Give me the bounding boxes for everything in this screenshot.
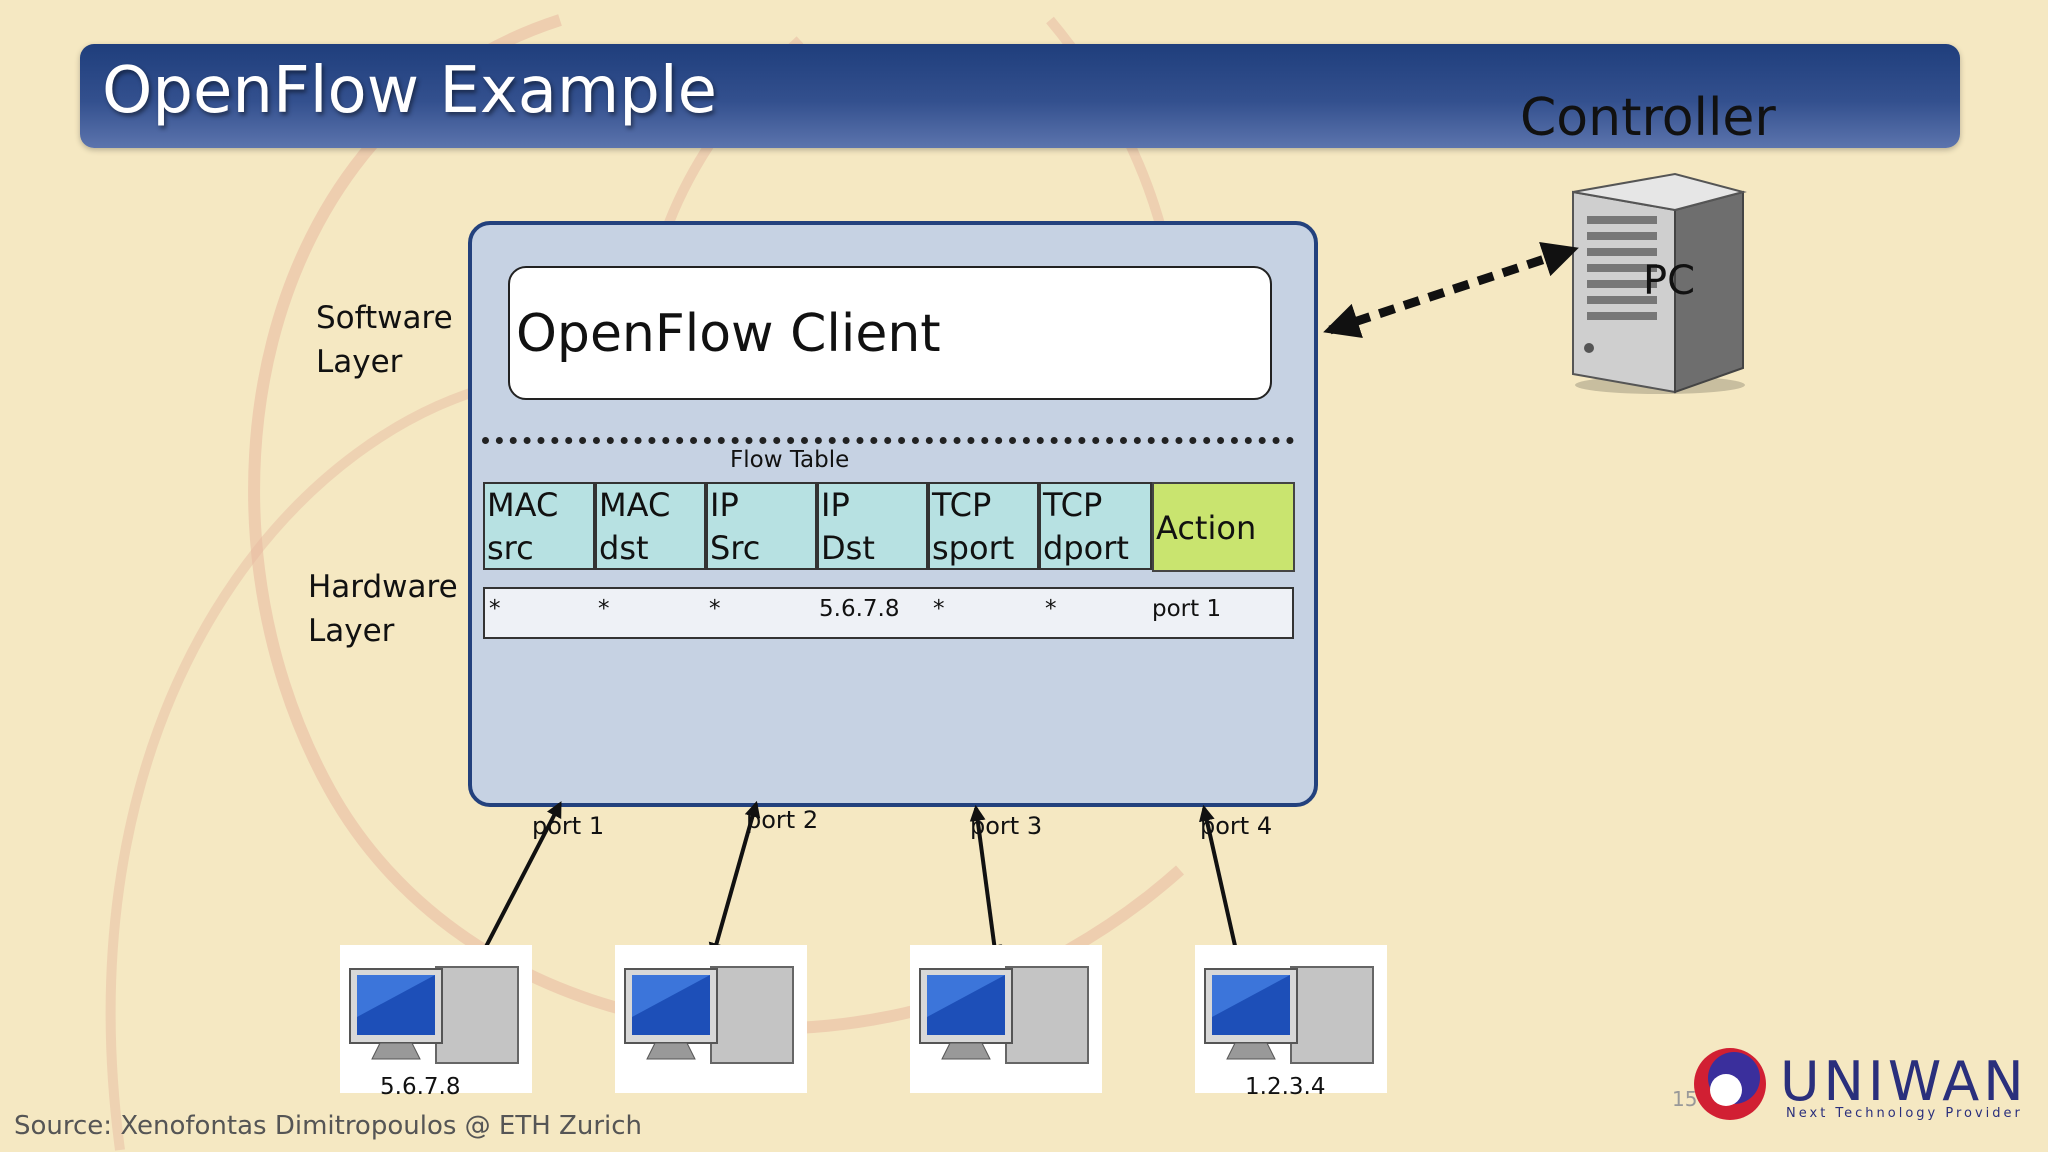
title-bar: OpenFlow Example [80, 44, 1960, 148]
openflow-client-label: OpenFlow Client [516, 304, 941, 364]
header-tcp-sport: TCP sport [928, 482, 1039, 570]
row-tcp-sport: * [933, 596, 945, 622]
header-ip-dst: IP Dst [817, 482, 928, 570]
header-mac-dst: MAC dst [595, 482, 706, 570]
port4-link-arrow [1199, 804, 1245, 972]
slide-title: OpenFlow Example [102, 54, 718, 128]
logo-name: UNIWAN [1780, 1050, 2028, 1113]
port-4-label: port 4 [1200, 812, 1273, 840]
hardware-layer-label: Hardware Layer [308, 569, 458, 649]
row-tcp-dport: * [1045, 596, 1057, 622]
uniwan-logo-icon [1694, 1048, 1766, 1120]
row-action: port 1 [1152, 596, 1222, 622]
header-tcp-dport: TCP dport [1039, 482, 1152, 570]
row-ip-dst: 5.6.7.8 [819, 596, 900, 622]
port1-link-arrow [476, 801, 562, 965]
port2-link-arrow [708, 800, 761, 960]
openflow-client-box: OpenFlow Client [508, 266, 1272, 400]
port3-link-arrow [969, 804, 1003, 962]
controller-link-arrow [1323, 241, 1579, 339]
row-ip-src: * [709, 596, 721, 622]
port-3-label: port 3 [970, 812, 1043, 840]
flow-table-label: Flow Table [730, 447, 850, 473]
host-4-ip: 1.2.3.4 [1245, 1074, 1326, 1100]
logo-tagline: Next Technology Provider [1786, 1106, 2023, 1121]
controller-label: Controller [1520, 88, 1776, 148]
host-1-ip: 5.6.7.8 [380, 1074, 461, 1100]
source-credit: Source: Xenofontas Dimitropoulos @ ETH Z… [14, 1111, 643, 1141]
layer-divider [482, 437, 1294, 444]
server-icon [1572, 172, 1747, 394]
row-mac-dst: * [598, 596, 610, 622]
host-computer-icon [340, 945, 532, 1093]
host-computer-icon [615, 945, 807, 1093]
pc-label: PC [1643, 258, 1696, 304]
software-layer-label: Software Layer [316, 300, 453, 380]
row-mac-src: * [489, 596, 501, 622]
host-computer-icon [1195, 945, 1387, 1093]
port-1-label: port 1 [532, 812, 605, 840]
flow-table-row [483, 587, 1294, 639]
host-computer-icon [910, 945, 1102, 1093]
port-2-label: port 2 [746, 806, 819, 834]
header-action: Action [1152, 482, 1295, 572]
header-ip-src: IP Src [706, 482, 817, 570]
slide-number: 15 [1672, 1087, 1698, 1111]
header-mac-src: MAC src [483, 482, 595, 570]
